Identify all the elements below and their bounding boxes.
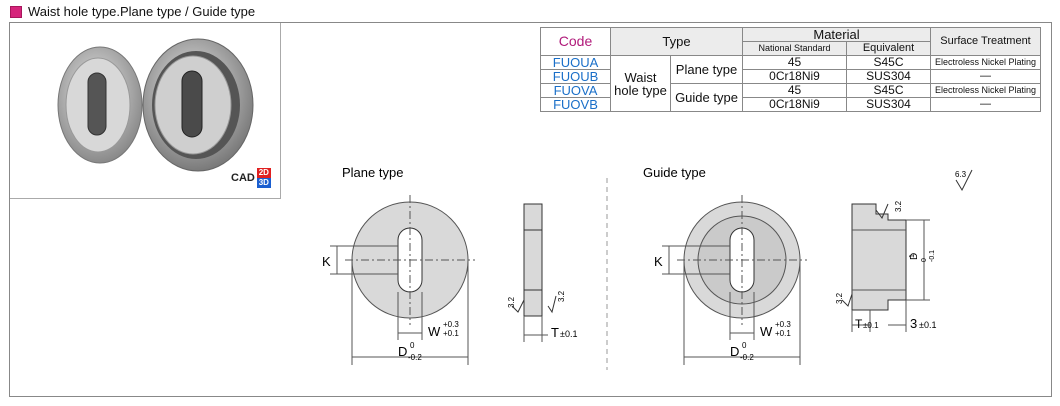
code-cell: FUOVA: [540, 83, 611, 98]
section-title: Waist hole type.Plane type / Guide type: [10, 4, 255, 19]
surface-header: Surface Treatment: [930, 27, 1041, 56]
material-header: Material: [742, 27, 931, 42]
guide-type-cell: Guide type: [670, 83, 743, 112]
national-cell: 45: [742, 83, 847, 98]
plane-type-cell: Plane type: [670, 55, 743, 84]
code-cell: FUOVB: [540, 97, 611, 112]
equiv-cell: S45C: [846, 55, 931, 70]
equiv-cell: SUS304: [846, 69, 931, 84]
national-cell: 45: [742, 55, 847, 70]
content-frame: [9, 22, 1052, 397]
national-cell: 0Cr18Ni9: [742, 97, 847, 112]
surface-cell: Electroless Nickel Plating: [930, 55, 1041, 70]
code-header: Code: [540, 27, 611, 56]
equiv-cell: SUS304: [846, 97, 931, 112]
type-header: Type: [610, 27, 743, 56]
cad-2d-label: 2D: [256, 168, 271, 178]
section-marker-icon: [10, 5, 22, 18]
equiv-cell: S45C: [846, 83, 931, 98]
cad-label: CAD: [231, 172, 255, 184]
code-cell: FUOUB: [540, 69, 611, 84]
code-cell: FUOUA: [540, 55, 611, 70]
cad-2d3d-icon: 2D 3D: [256, 168, 271, 188]
national-standard-header: National Standard: [742, 41, 847, 56]
cad-badge[interactable]: CAD 2D 3D: [231, 168, 271, 188]
surface-cell: —: [930, 69, 1041, 84]
spec-table: Code Type Material Surface Treatment Nat…: [540, 27, 1041, 112]
surface-cell: Electroless Nickel Plating: [930, 83, 1041, 98]
equivalent-header: Equivalent: [846, 41, 931, 56]
cad-3d-label: 3D: [256, 178, 271, 188]
type-group-cell: Waist hole type: [610, 55, 671, 112]
section-title-text: Waist hole type.Plane type / Guide type: [28, 4, 256, 19]
surface-cell: —: [930, 97, 1041, 112]
washer-photo-icon: [57, 38, 254, 172]
national-cell: 0Cr18Ni9: [742, 69, 847, 84]
product-photo: [10, 23, 281, 199]
